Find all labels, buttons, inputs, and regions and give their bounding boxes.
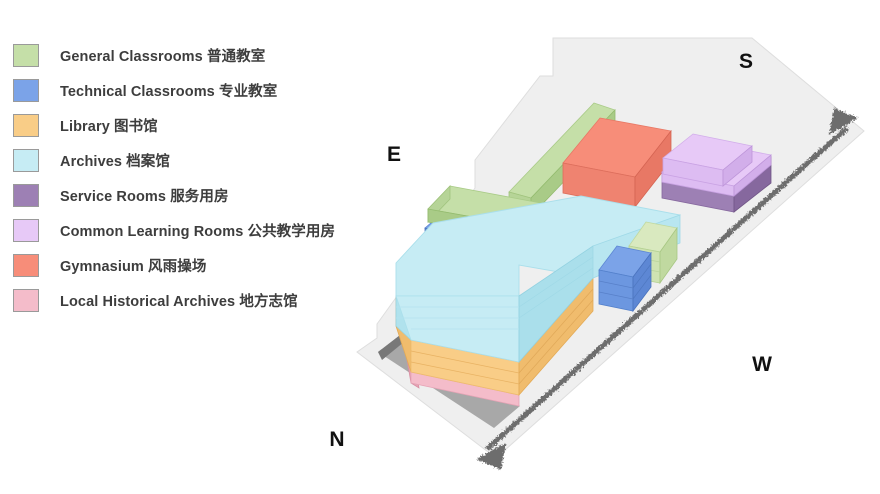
volume-side-right bbox=[632, 251, 652, 313]
legend-item: Local Historical Archives 地方志馆 bbox=[13, 283, 373, 318]
arrowhead-west bbox=[829, 108, 858, 135]
floor-line bbox=[632, 274, 652, 300]
legend-item: General Classrooms 普通教室 bbox=[13, 38, 373, 73]
floor-line bbox=[410, 350, 520, 374]
swatch-gymnasium bbox=[13, 254, 39, 277]
floor-line bbox=[518, 299, 594, 385]
legend-item: Library 图书馆 bbox=[13, 108, 373, 143]
legend-item: Common Learning Rooms 公共教学用房 bbox=[13, 213, 373, 248]
legend-item-label: Technical Classrooms 专业教室 bbox=[60, 84, 278, 100]
legend-item-label: Local Historical Archives 地方志馆 bbox=[60, 294, 298, 310]
floor-line bbox=[410, 361, 520, 385]
volume-side-right-lower bbox=[733, 154, 772, 197]
swatch-common-learning-rooms bbox=[13, 219, 39, 242]
swatch-general-classrooms bbox=[13, 44, 39, 67]
direction-arrow bbox=[476, 108, 858, 470]
swatch-library bbox=[13, 114, 39, 137]
legend-item-label: Service Rooms 服务用房 bbox=[60, 189, 229, 205]
floor-line bbox=[518, 267, 594, 319]
arrowhead-north bbox=[476, 443, 506, 470]
compass-label-east: E bbox=[387, 143, 401, 166]
volume-top bbox=[395, 195, 682, 297]
legend-item-label: Gymnasium 风雨操场 bbox=[60, 259, 207, 275]
compass-label-south: S bbox=[739, 50, 753, 73]
blue-block-east bbox=[598, 245, 652, 313]
legend-item-label: Archives 档案馆 bbox=[60, 154, 170, 170]
swatch-technical-classrooms bbox=[13, 79, 39, 102]
legend-item-label: Library 图书馆 bbox=[60, 119, 158, 135]
floor-line bbox=[518, 256, 594, 308]
compass-label-north: N bbox=[329, 428, 344, 451]
arrow-shaft bbox=[485, 126, 849, 451]
gymnasium-block bbox=[562, 117, 672, 209]
legend-item-label: General Classrooms 普通教室 bbox=[60, 49, 266, 65]
legend: General Classrooms 普通教室 Technical Classr… bbox=[13, 38, 373, 318]
floor-line bbox=[518, 288, 594, 374]
legend-item: Gymnasium 风雨操场 bbox=[13, 248, 373, 283]
swatch-archives bbox=[13, 149, 39, 172]
legend-item-label: Common Learning Rooms 公共教学用房 bbox=[60, 224, 336, 240]
legend-item: Technical Classrooms 专业教室 bbox=[13, 73, 373, 108]
floor-line bbox=[632, 263, 652, 289]
floor-line bbox=[598, 291, 634, 300]
legend-item: Archives 档案馆 bbox=[13, 143, 373, 178]
legend-item: Service Rooms 服务用房 bbox=[13, 178, 373, 213]
shadow-area-wall bbox=[378, 332, 404, 360]
volume-side-right-upper bbox=[722, 145, 753, 187]
volume-side-left bbox=[598, 269, 634, 312]
swatch-service-rooms bbox=[13, 184, 39, 207]
volume-side-right bbox=[659, 226, 678, 285]
floor-line bbox=[598, 280, 634, 289]
compass-label-west: W bbox=[752, 353, 772, 376]
common-learning-block bbox=[661, 133, 772, 197]
swatch-local-historical-archives bbox=[13, 289, 39, 312]
